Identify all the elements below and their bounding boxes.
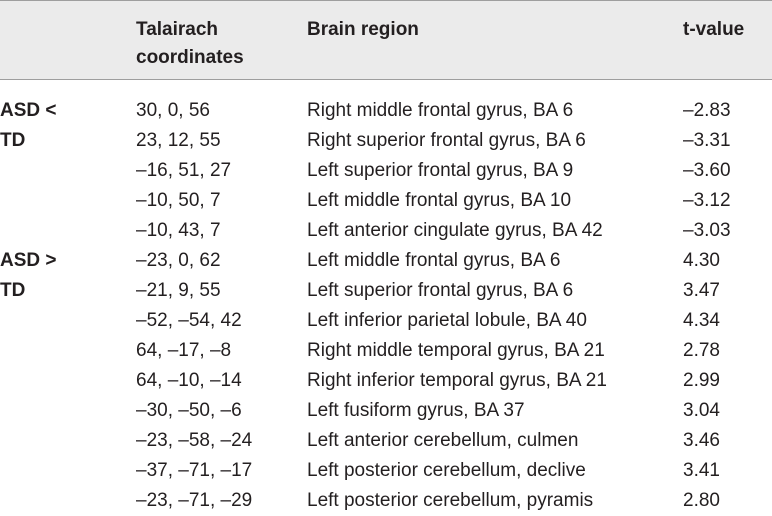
group-label-asd-greater-td: ASD > TD: [0, 246, 120, 306]
group-label-asd-less-td: ASD < TD: [0, 96, 120, 156]
t-value-cell: –3.03: [683, 220, 731, 241]
t-value-cell: –3.60: [683, 160, 731, 181]
table-row: –16, 51, 27 Left superior frontal gyrus, …: [0, 156, 772, 186]
t-value-cell: 2.78: [683, 340, 720, 361]
t-value-cell: 3.04: [683, 400, 720, 421]
table-row: –37, –71, –17 Left posterior cerebellum, …: [0, 456, 772, 486]
brain-region-cell: Right superior frontal gyrus, BA 6: [307, 130, 586, 151]
table-row: –21, 9, 55 Left superior frontal gyrus, B…: [0, 276, 772, 306]
t-value-cell: 3.41: [683, 460, 720, 481]
table-row: –23, 0, 62 Left middle frontal gyrus, BA …: [0, 246, 772, 276]
brain-region-cell: Left superior frontal gyrus, BA 9: [307, 160, 574, 181]
coordinates-cell: –30, –50, –6: [136, 400, 242, 421]
coordinates-cell: 23, 12, 55: [136, 130, 221, 151]
brain-region-cell: Left posterior cerebellum, declive: [307, 460, 586, 481]
t-value-cell: 4.34: [683, 310, 720, 331]
group-label-line: ASD <: [0, 100, 57, 121]
table-row: –10, 50, 7 Left middle frontal gyrus, BA …: [0, 186, 772, 216]
t-value-cell: –2.83: [683, 100, 731, 121]
table-row: –52, –54, 42 Left inferior parietal lobul…: [0, 306, 772, 336]
table-row: 64, –17, –8 Right middle temporal gyrus, …: [0, 336, 772, 366]
coordinates-cell: –21, 9, 55: [136, 280, 221, 301]
table-body: ASD < TD ASD > TD 30, 0, 56 Right middle …: [0, 96, 772, 516]
coordinates-cell: –10, 43, 7: [136, 220, 221, 241]
table-header: Talairach coordinates Brain region t-val…: [0, 1, 772, 80]
coordinates-cell: –37, –71, –17: [136, 460, 253, 481]
coordinates-cell: 64, –17, –8: [136, 340, 232, 361]
coordinates-cell: –23, 0, 62: [136, 250, 221, 271]
table-row: –23, –71, –29 Left posterior cerebellum, …: [0, 486, 772, 516]
t-value-cell: 3.47: [683, 280, 720, 301]
brain-region-cell: Left superior frontal gyrus, BA 6: [307, 280, 574, 301]
t-value-cell: –3.12: [683, 190, 731, 211]
brain-region-cell: Left inferior parietal lobule, BA 40: [307, 310, 587, 331]
header-region: Brain region: [307, 19, 419, 40]
table-row: 23, 12, 55 Right superior frontal gyrus, …: [0, 126, 772, 156]
brain-region-cell: Right middle temporal gyrus, BA 21: [307, 340, 605, 361]
coordinates-cell: –23, –58, –24: [136, 430, 253, 451]
table-row: –10, 43, 7 Left anterior cingulate gyrus,…: [0, 216, 772, 246]
header-coordinates: Talairach coordinates: [136, 19, 244, 68]
table-row: 30, 0, 56 Right middle frontal gyrus, BA …: [0, 96, 772, 126]
brain-region-cell: Right inferior temporal gyrus, BA 21: [307, 370, 607, 391]
brain-region-cell: Right middle frontal gyrus, BA 6: [307, 100, 574, 121]
table-row: –30, –50, –6 Left fusiform gyrus, BA 37 3.…: [0, 396, 772, 426]
brain-region-cell: Left middle frontal gyrus, BA 10: [307, 190, 572, 211]
t-value-cell: 3.46: [683, 430, 720, 451]
coordinates-cell: –16, 51, 27: [136, 160, 232, 181]
brain-region-cell: Left fusiform gyrus, BA 37: [307, 400, 525, 421]
group-label-line: TD: [0, 280, 26, 301]
t-value-cell: –3.31: [683, 130, 731, 151]
table-row: –23, –58, –24 Left anterior cerebellum, c…: [0, 426, 772, 456]
group-label-line: ASD >: [0, 250, 57, 271]
t-value-cell: 2.80: [683, 490, 720, 511]
t-value-cell: 2.99: [683, 370, 720, 391]
table-rows: 30, 0, 56 Right middle frontal gyrus, BA …: [0, 96, 772, 516]
brain-region-cell: Left anterior cerebellum, culmen: [307, 430, 579, 451]
table-row: 64, –10, –14 Right inferior temporal gyru…: [0, 366, 772, 396]
group-label-line: TD: [0, 130, 26, 151]
coordinates-cell: 30, 0, 56: [136, 100, 210, 121]
coordinates-cell: –10, 50, 7: [136, 190, 221, 211]
t-value-cell: 4.30: [683, 250, 720, 271]
header-tvalue: t-value: [683, 19, 745, 40]
brain-region-cell: Left middle frontal gyrus, BA 6: [307, 250, 561, 271]
coordinates-cell: 64, –10, –14: [136, 370, 242, 391]
coordinates-cell: –52, –54, 42: [136, 310, 242, 331]
coordinates-cell: –23, –71, –29: [136, 490, 253, 511]
brain-region-cell: Left posterior cerebellum, pyramis: [307, 490, 594, 511]
brain-region-cell: Left anterior cingulate gyrus, BA 42: [307, 220, 603, 241]
